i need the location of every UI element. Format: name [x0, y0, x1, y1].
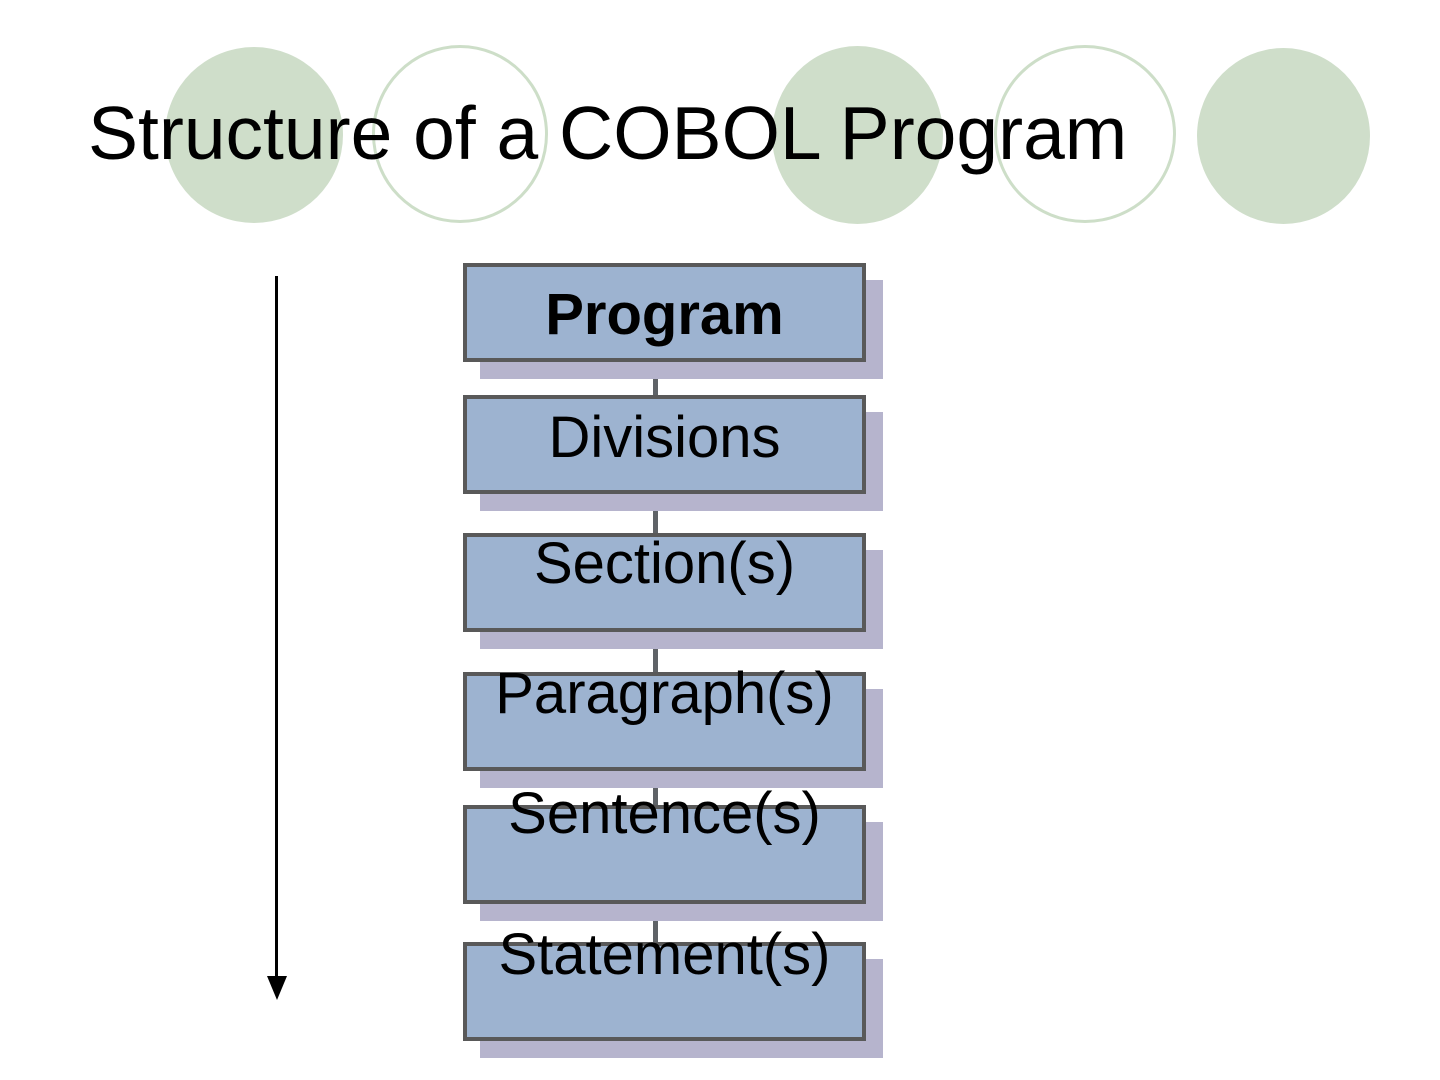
node-divisions: Divisions: [463, 395, 866, 494]
node-label-divisions: Divisions: [548, 405, 781, 470]
connector-paragraphs-sentences: [653, 768, 658, 805]
node-label-sections: Section(s): [533, 531, 796, 596]
down-arrow-head-icon: [267, 976, 287, 1000]
node-label-statements: Statement(s): [498, 922, 831, 987]
connector-divisions-sections: [653, 494, 658, 533]
connector-sentences-statements: [653, 904, 658, 942]
down-arrow-line: [275, 276, 278, 976]
node-sections: Section(s): [463, 533, 866, 632]
node-label-paragraphs: Paragraph(s): [495, 661, 834, 726]
node-label-program: Program: [545, 282, 784, 347]
decorative-circle-outlined-1: [372, 45, 548, 223]
slide-title: Structure of a COBOL Program: [88, 91, 1128, 175]
node-program: Program: [463, 263, 866, 362]
node-statements: Statement(s): [463, 926, 866, 1041]
decorative-circle-outlined-2: [994, 45, 1176, 223]
decorative-circle-filled-1: [165, 47, 343, 223]
decorative-circle-filled-2: [772, 46, 943, 224]
connector-program-divisions: [653, 362, 658, 395]
node-label-sentences: Sentence(s): [508, 781, 821, 846]
node-paragraphs: Paragraph(s): [463, 665, 866, 771]
decorative-circle-filled-3: [1197, 48, 1370, 224]
node-sentences: Sentence(s): [463, 785, 866, 904]
connector-sections-paragraphs: [653, 633, 658, 672]
